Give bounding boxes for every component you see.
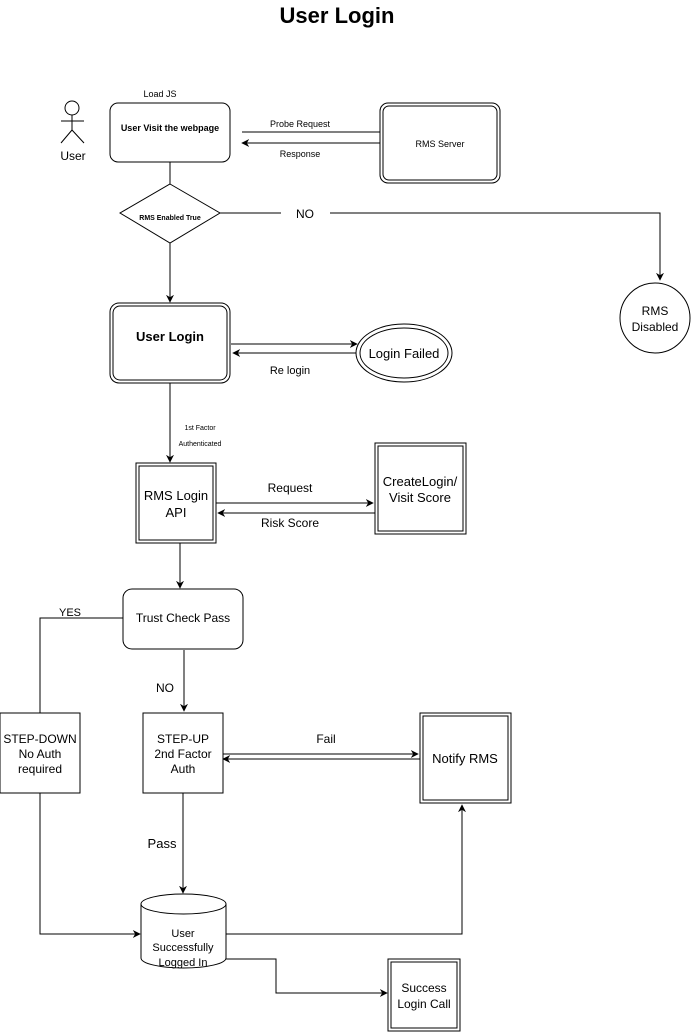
step-up-line-2: 2nd Factor bbox=[154, 747, 211, 761]
success-call-node bbox=[387, 958, 461, 1032]
logged-in-node bbox=[140, 893, 227, 969]
fail-label: Fail bbox=[316, 732, 335, 746]
visit-webpage-node bbox=[109, 102, 231, 163]
re-login-label: Re login bbox=[270, 365, 310, 377]
rms-disabled-line-2: Disabled bbox=[632, 320, 679, 334]
visit-webpage-label: User Visit the webpage bbox=[121, 123, 219, 133]
pass-label: Pass bbox=[148, 836, 177, 851]
logged-in-line-3: Logged In bbox=[159, 957, 208, 969]
actor-label: User bbox=[60, 149, 85, 163]
user-login-node bbox=[109, 302, 231, 384]
rms-login-api-line-2: API bbox=[166, 505, 187, 520]
edge-loggedin-to-success bbox=[226, 958, 388, 997]
load-js-label: Load JS bbox=[143, 89, 176, 99]
step-up-node bbox=[142, 712, 224, 794]
login-failed-label: Login Failed bbox=[369, 346, 440, 361]
create-score-line-1: CreateLogin/ bbox=[383, 474, 458, 489]
page-title: User Login bbox=[280, 3, 395, 28]
yes-label: YES bbox=[59, 607, 81, 619]
response-label: Response bbox=[280, 149, 321, 159]
create-score-line-2: Visit Score bbox=[389, 490, 451, 505]
edge-stepdown-to-loggedin bbox=[39, 793, 141, 938]
user-actor-icon bbox=[60, 100, 85, 144]
first-factor-label-1: 1st Factor bbox=[184, 425, 216, 432]
user-login-label: User Login bbox=[136, 329, 204, 344]
request-label: Request bbox=[268, 481, 313, 495]
step-down-line-3: required bbox=[18, 762, 62, 776]
rms-login-api-node bbox=[135, 462, 217, 544]
logged-in-line-2: Successfully bbox=[152, 942, 214, 954]
no-rms-label: NO bbox=[296, 207, 314, 221]
rms-server-label: RMS Server bbox=[415, 139, 464, 149]
step-down-node bbox=[0, 712, 81, 794]
rms-disabled-node bbox=[619, 282, 691, 354]
edge-decision-no bbox=[220, 212, 660, 280]
success-call-line-1: Success bbox=[401, 981, 446, 995]
risk-score-label: Risk Score bbox=[261, 516, 319, 530]
first-factor-label-2: Authenticated bbox=[179, 441, 222, 448]
rms-disabled-line-1: RMS bbox=[642, 304, 669, 318]
step-down-line-1: STEP-DOWN bbox=[3, 732, 76, 746]
create-score-node bbox=[374, 442, 467, 535]
rms-login-api-line-1: RMS Login bbox=[144, 488, 208, 503]
step-down-line-2: No Auth bbox=[19, 747, 62, 761]
success-call-line-2: Login Call bbox=[397, 997, 450, 1011]
probe-request-label: Probe Request bbox=[270, 119, 331, 129]
rms-enabled-label: RMS Enabled True bbox=[139, 215, 201, 222]
login-failed-node bbox=[355, 323, 453, 383]
notify-rms-node bbox=[419, 712, 512, 804]
notify-rms-label: Notify RMS bbox=[432, 751, 498, 766]
trust-check-label: Trust Check Pass bbox=[136, 611, 230, 625]
trust-check-node bbox=[122, 588, 244, 650]
no-trust-label: NO bbox=[156, 681, 174, 695]
rms-enabled-decision bbox=[119, 183, 221, 244]
logged-in-line-1: User bbox=[171, 928, 195, 940]
step-up-line-3: Auth bbox=[171, 762, 196, 776]
rms-server-node bbox=[379, 102, 501, 184]
edge-loggedin-to-notify bbox=[226, 804, 466, 935]
step-up-line-1: STEP-UP bbox=[157, 732, 209, 746]
edge-yes bbox=[39, 617, 123, 713]
